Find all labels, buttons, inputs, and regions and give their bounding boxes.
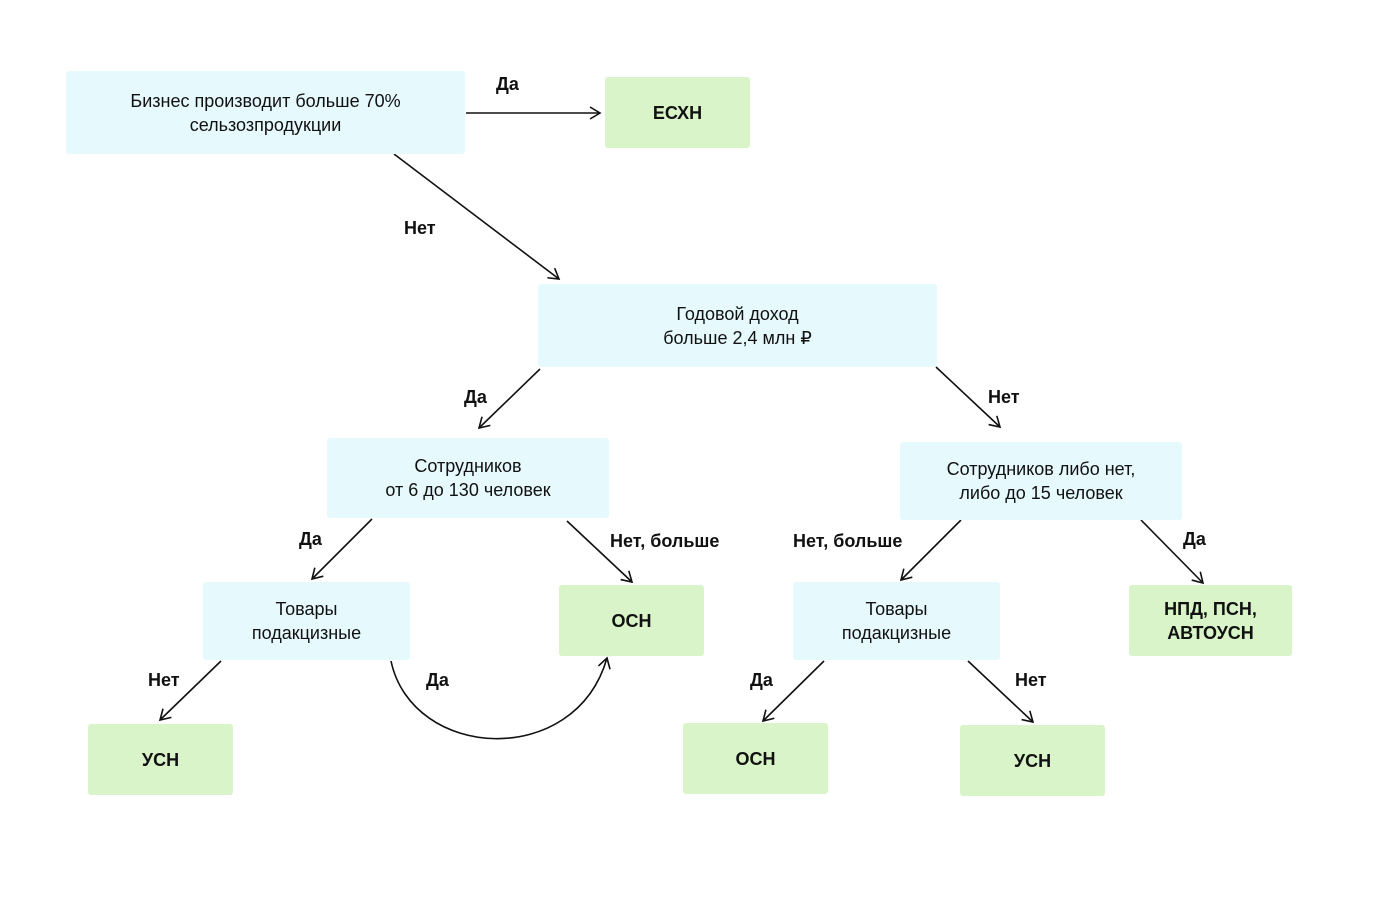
node-osn-top-label: ОСН [611,610,652,631]
edge-label-excise-right-no: Нет [1015,670,1047,690]
arrow-excise-left-no [158,660,222,722]
node-npd-label: НПД, ПСН, АВТОУСН [1164,598,1257,643]
arrow-income-no [935,366,1002,429]
node-excise-right-label: Товары подакцизные [841,599,952,643]
node-staff-15-question: Сотрудников либо нет, либо до 15 человек [900,442,1182,520]
arrow-staff-right-no [899,519,962,582]
arrow-staff-left-no [566,520,634,584]
edge-label-staff-right-no: Нет, больше [793,531,903,551]
arrow-excise-left-yes [390,656,611,740]
node-eskhn-label: ЕСХН [652,102,703,123]
arrow-income-yes [477,368,541,430]
node-npd-result: НПД, ПСН, АВТОУСН [1129,585,1292,656]
node-excise-left-label: Товары подакцизные [251,599,362,643]
edge-label-staff-left-yes: Да [299,529,322,549]
node-excise-right-question: Товары подакцизные [793,582,1000,660]
node-staff-6-130-question: Сотрудников от 6 до 130 человек [327,438,609,518]
node-osn-bottom-result: ОСН [683,723,828,794]
node-usn-left-label: УСН [141,749,180,770]
edge-label-income-no: Нет [988,387,1020,407]
arrow-agri-no [393,153,561,280]
node-excise-left-question: Товары подакцизные [203,582,410,660]
node-osn-bottom-label: ОСН [735,748,776,769]
arrow-excise-right-yes [761,660,825,723]
node-usn-right-label: УСН [1013,750,1052,771]
arrow-excise-right-no [967,660,1035,724]
node-eskhn-result: ЕСХН [605,77,750,148]
edge-label-income-yes: Да [464,387,487,407]
node-usn-left-result: УСН [88,724,233,795]
arrow-staff-right-yes [1140,519,1205,585]
node-staff-6-130-label: Сотрудников от 6 до 130 человек [385,456,551,500]
edge-label-excise-left-no: Нет [148,670,180,690]
edge-label-staff-right-yes: Да [1183,529,1206,549]
node-staff-15-label: Сотрудников либо нет, либо до 15 человек [946,459,1136,503]
node-osn-top-result: ОСН [559,585,704,656]
node-agri-label: Бизнес производит больше 70% сельзозпрод… [130,90,401,135]
node-income-label: Годовой доход больше 2,4 млн ₽ [663,303,812,348]
node-usn-right-result: УСН [960,725,1105,796]
node-agri-question: Бизнес производит больше 70% сельзозпрод… [66,71,465,154]
edge-label-excise-right-yes: Да [750,670,773,690]
edge-label-staff-left-no: Нет, больше [610,531,720,551]
node-income-question: Годовой доход больше 2,4 млн ₽ [538,284,937,367]
edge-label-agri-yes: Да [496,74,519,94]
edge-label-agri-no: Нет [404,218,436,238]
edge-label-excise-left-yes: Да [426,670,449,690]
arrow-staff-left-yes [310,518,373,581]
